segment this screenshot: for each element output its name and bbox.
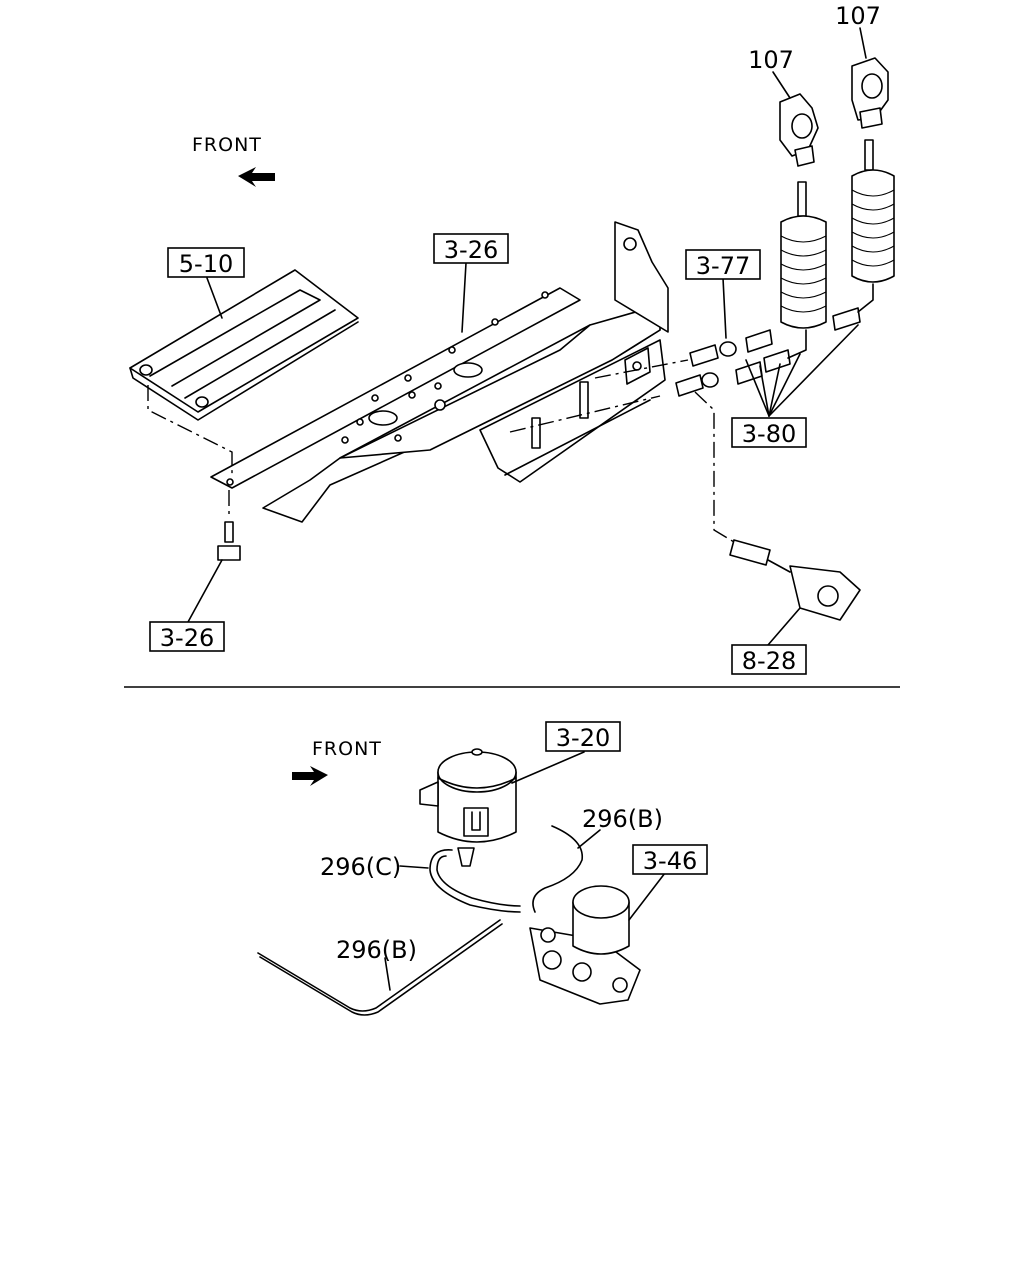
callout-3-77: 3-77 [685, 249, 761, 280]
bracket-5-10 [129, 269, 359, 421]
svg-text:3-77: 3-77 [696, 252, 750, 280]
coupling-head-107-right [851, 57, 889, 129]
callout-3-26-top: 3-26 [433, 233, 509, 264]
tube-296-b-top [532, 825, 583, 913]
callout-3-46: 3-46 [632, 844, 708, 875]
front-arrow-icon [238, 167, 275, 187]
callout-3-26-bottom: 3-26 [149, 621, 225, 652]
svg-text:3-80: 3-80 [742, 420, 796, 448]
svg-text:3-26: 3-26 [160, 624, 214, 652]
leader-lines-bottom [384, 751, 666, 991]
coiled-hose-right [851, 139, 895, 313]
tube-296-c [429, 849, 521, 913]
coiled-hose-left [780, 181, 827, 359]
svg-text:5-10: 5-10 [179, 250, 233, 278]
alignment-line [594, 359, 689, 379]
bottom-assembly-view: FRONT [257, 721, 708, 1016]
front-label-top: FRONT [192, 134, 262, 156]
callout-3-20: 3-20 [545, 721, 621, 752]
callout-296-c: 296(C) [320, 853, 401, 881]
tube-296-b-bottom [257, 919, 503, 1016]
front-label-bottom: FRONT [312, 738, 382, 760]
alignment-line [147, 385, 233, 478]
coupling-head-107-left [779, 93, 819, 167]
callout-296-b-top: 296(B) [582, 805, 663, 833]
fitting-3-77 [675, 341, 737, 397]
connector-8-28 [729, 539, 861, 621]
callout-5-10: 5-10 [167, 247, 245, 278]
svg-text:3-26: 3-26 [444, 236, 498, 264]
alignment-line [694, 391, 735, 543]
callout-8-28: 8-28 [731, 644, 807, 675]
callout-3-80: 3-80 [731, 417, 807, 448]
leader-lines-top [187, 27, 867, 646]
top-assembly-view: FRONT [129, 2, 895, 675]
fitting-3-80 [735, 307, 861, 385]
front-arrow-icon [292, 766, 328, 786]
callout-296-b-bottom: 296(B) [336, 936, 417, 964]
svg-text:3-46: 3-46 [643, 847, 697, 875]
air-dryer-3-46 [529, 885, 641, 1005]
callout-107-left: 107 [748, 46, 794, 74]
bolt-3-26 [217, 521, 241, 561]
alignment-line [509, 395, 661, 433]
svg-text:8-28: 8-28 [742, 647, 796, 675]
air-tank-3-20 [419, 748, 517, 867]
svg-text:3-20: 3-20 [556, 724, 610, 752]
main-bracket-plate [210, 221, 669, 523]
callout-107-right: 107 [835, 2, 881, 30]
